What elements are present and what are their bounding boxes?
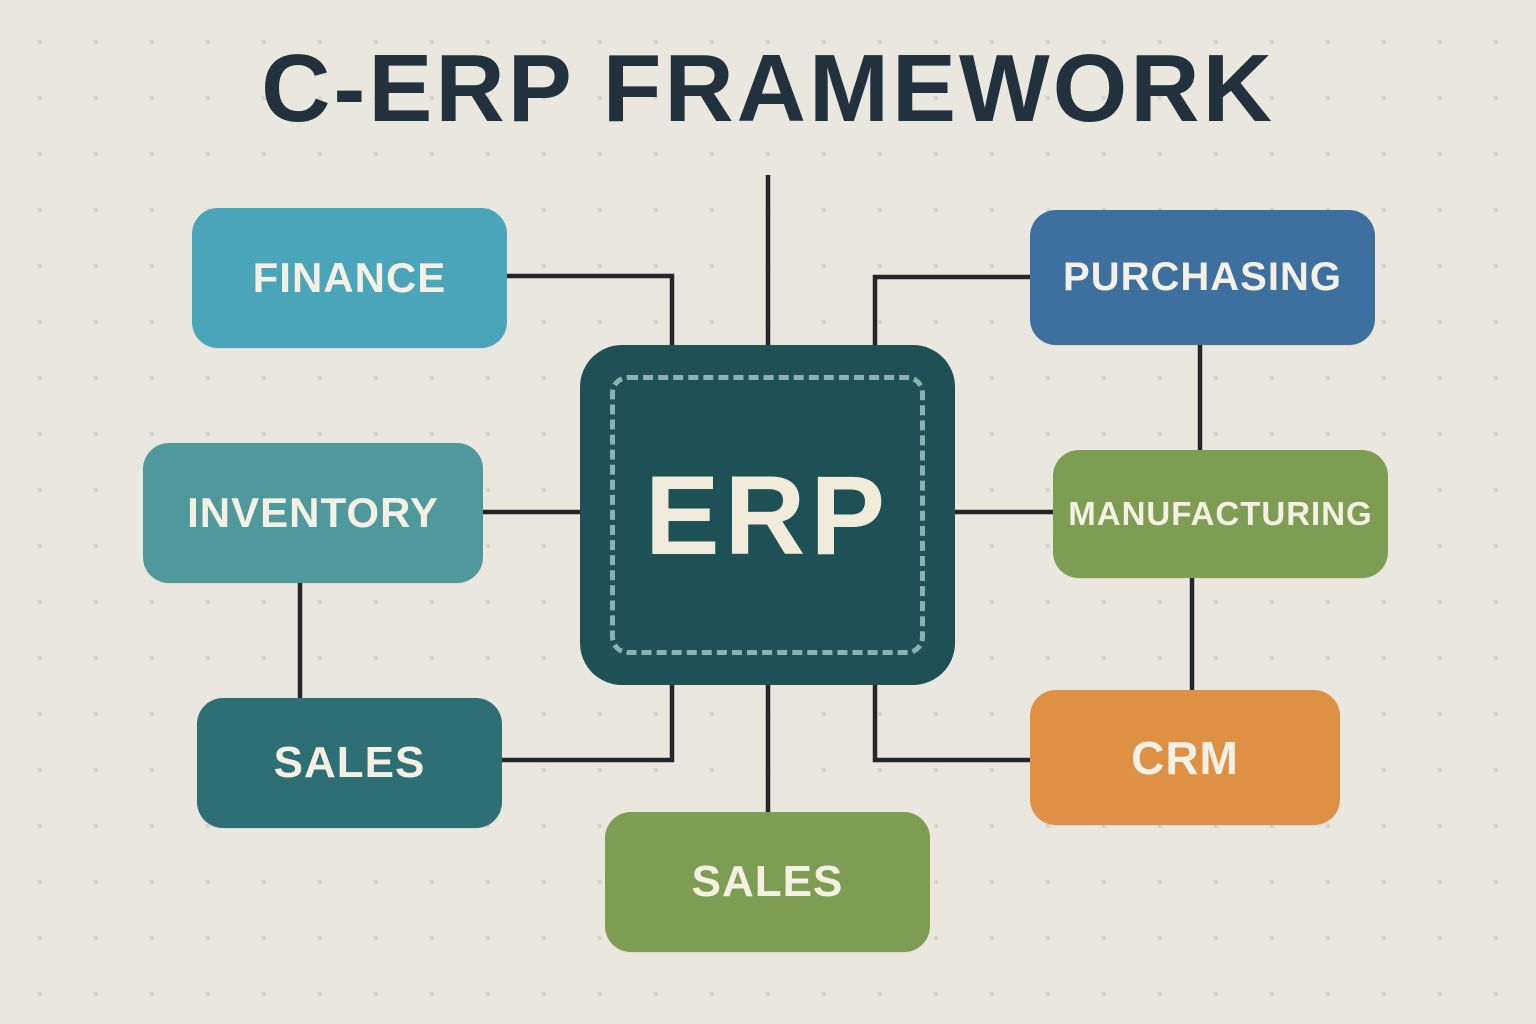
node-erp-center: ERP	[580, 345, 955, 685]
node-purchasing-label: PURCHASING	[1063, 255, 1342, 299]
connector-sales-left-erp	[498, 680, 675, 763]
node-sales-bottom: SALES	[605, 812, 930, 952]
node-sales-left-label: SALES	[273, 738, 426, 787]
node-finance-label: FINANCE	[252, 254, 447, 301]
node-crm-label: CRM	[1131, 731, 1239, 784]
node-inventory-label: INVENTORY	[187, 489, 439, 536]
node-sales-bottom-label: SALES	[691, 857, 844, 906]
node-crm: CRM	[1030, 690, 1340, 825]
node-finance: FINANCE	[192, 208, 507, 348]
diagram-title: C-ERP FRAMEWORK	[261, 35, 1275, 142]
connector-purchasing-erp	[872, 274, 1035, 350]
connector-crm-erp	[872, 680, 1035, 763]
node-purchasing: PURCHASING	[1030, 210, 1375, 345]
node-manufacturing-label: MANUFACTURING	[1068, 495, 1373, 532]
node-erp-label: ERP	[644, 452, 891, 578]
erp-dashed-border	[610, 375, 925, 655]
node-inventory: INVENTORY	[143, 443, 483, 583]
node-sales-left: SALES	[197, 698, 502, 828]
connector-finance-erp	[500, 273, 675, 350]
node-manufacturing: MANUFACTURING	[1053, 450, 1388, 578]
